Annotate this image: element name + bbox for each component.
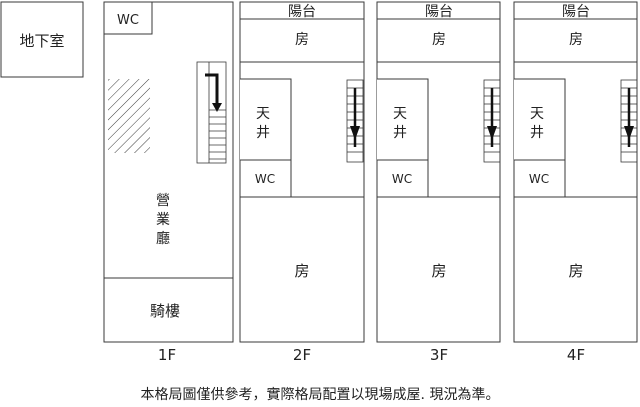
floor-2-wc-label: WC bbox=[255, 172, 275, 186]
stair-icon bbox=[346, 79, 364, 163]
stair-direction-arrow-icon bbox=[205, 73, 219, 105]
floor-1-hall-char-2: 業 bbox=[156, 212, 170, 228]
floor-2-plan: 陽台 房 天 井 WC 房 2F bbox=[239, 1, 365, 364]
floor-2-balcony-label: 陽台 bbox=[288, 4, 316, 20]
floor-4-main-room-label: 房 bbox=[568, 262, 583, 280]
floor-3-caption: 3F bbox=[430, 346, 448, 364]
basement-block: 地下室 bbox=[0, 1, 84, 78]
stair-icon bbox=[620, 79, 638, 163]
floor-1-caption: 1F bbox=[158, 346, 176, 364]
floor-1-outline bbox=[103, 1, 234, 343]
floor-2-wc-room bbox=[239, 159, 292, 198]
floor-4-wc-room bbox=[513, 159, 566, 198]
floor-3-wc-label: WC bbox=[392, 172, 412, 186]
floor-3-top-room-label: 房 bbox=[432, 32, 446, 48]
floor-2-top-room-label: 房 bbox=[295, 32, 309, 48]
stair-icon bbox=[483, 79, 501, 163]
basement-room bbox=[0, 1, 84, 78]
floor-4-caption: 4F bbox=[567, 346, 585, 364]
floor-4-lightwell-char-1: 天 bbox=[530, 106, 544, 122]
floor-2-lightwell-char-2: 井 bbox=[256, 125, 270, 141]
floor-4-wc-label: WC bbox=[529, 172, 549, 186]
floor-1-wc-room bbox=[103, 1, 153, 35]
floor-4-balcony-label: 陽台 bbox=[562, 4, 590, 20]
disclaimer-note: 本格局圖僅供參考，實際格局配置以現場成屋. 現況為準。 bbox=[141, 386, 500, 403]
hatched-area bbox=[108, 79, 150, 153]
basement-label: 地下室 bbox=[19, 32, 64, 50]
floor-1-wc-label: WC bbox=[117, 13, 139, 28]
floor-4-top-room-label: 房 bbox=[569, 32, 583, 48]
floor-2-lightwell-char-1: 天 bbox=[256, 106, 270, 122]
floor-3-main-room-label: 房 bbox=[431, 262, 446, 280]
stair-icon bbox=[196, 61, 227, 164]
floor-1-hall-char-3: 廳 bbox=[156, 230, 170, 247]
floor-1-plan: WC 營 業 廳 騎樓 1F bbox=[103, 1, 234, 364]
floor-4-lightwell-char-2: 井 bbox=[530, 125, 544, 141]
floor-3-balcony-label: 陽台 bbox=[425, 4, 453, 20]
floor-4-plan: 陽台 房 天 井 WC 房 4F bbox=[513, 1, 638, 364]
floor-3-lightwell-char-2: 井 bbox=[393, 125, 407, 141]
floor-2-caption: 2F bbox=[293, 346, 311, 364]
floor-1-hall-char-1: 營 bbox=[156, 193, 170, 209]
floor-1-arcade-label: 騎樓 bbox=[150, 302, 180, 320]
floor-2-main-room-label: 房 bbox=[294, 262, 309, 280]
floor-3-lightwell-char-1: 天 bbox=[393, 106, 407, 122]
floor-3-wc-room bbox=[376, 159, 429, 198]
floor-3-plan: 陽台 房 天 井 WC 房 3F bbox=[376, 1, 501, 364]
